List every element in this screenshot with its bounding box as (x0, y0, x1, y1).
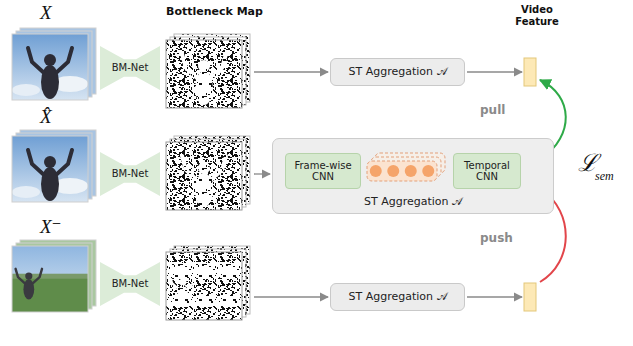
pull-label: pull (480, 104, 505, 118)
network-block: BM-Net (100, 46, 160, 90)
node-label: Temporal CNN (454, 160, 520, 183)
person-arm (211, 54, 226, 78)
flow-arrow (467, 296, 522, 297)
aggregation-group: ST Aggregation 𝒜Frame-wise CNN Temporal C… (272, 138, 554, 214)
node-label: ST Aggregation 𝒜 (344, 291, 450, 304)
node-label: BM-Net (108, 168, 153, 180)
flow-arrow (254, 296, 328, 297)
bottleneck-map (166, 136, 250, 210)
person-arm (211, 156, 226, 180)
bottleneck-map (166, 246, 250, 320)
feature-unit (387, 165, 399, 177)
feature-unit (405, 165, 417, 177)
hourglass-outline (100, 46, 160, 90)
person-head (25, 272, 32, 279)
person-head (44, 54, 56, 66)
person-arm (182, 54, 197, 78)
frame-border (12, 246, 88, 312)
hourglass-outline (100, 152, 160, 196)
column-header: Bottleneck Map (166, 6, 263, 19)
person-arm (187, 275, 196, 289)
person-arm (57, 48, 72, 72)
map-border (166, 142, 242, 210)
person-arm (16, 269, 25, 283)
sky (12, 34, 88, 100)
node-label: BM-Net (108, 62, 153, 74)
aggregation-box: ST Aggregation 𝒜 (330, 283, 465, 311)
person-head (198, 60, 210, 72)
feature-bar (524, 283, 536, 311)
cnn-box: Temporal CNN (453, 153, 521, 189)
feature-bar (524, 58, 536, 86)
cloud (12, 186, 40, 198)
aggregation-box: ST Aggregation 𝒜 (330, 58, 465, 86)
map-border (166, 252, 242, 320)
node-label: BM-Net (108, 278, 153, 290)
input-symbol: X̂ (40, 106, 52, 128)
column-header: Video Feature (508, 4, 566, 27)
person-arm (182, 156, 197, 180)
noise-band (166, 296, 242, 306)
person-arm (57, 150, 72, 174)
person-arm (28, 150, 43, 174)
node-label: Frame-wise CNN (286, 160, 360, 183)
video-frames (12, 28, 96, 100)
cloud (12, 84, 40, 96)
video-frames (12, 240, 96, 312)
loss-subscript: sem (595, 170, 614, 184)
flow-arrow (254, 71, 328, 72)
bottleneck-map (166, 34, 250, 108)
group-title: ST Aggregation 𝒜 (360, 196, 466, 209)
feature-frame (367, 161, 437, 181)
feature-unit (370, 165, 382, 177)
network-block: BM-Net (100, 262, 160, 306)
frame-border (12, 136, 88, 202)
feature-unit (422, 165, 434, 177)
noise (166, 252, 242, 320)
intermediate-features (367, 153, 445, 181)
feature-frame (375, 153, 445, 173)
person-arm (28, 48, 43, 72)
push-label: push (480, 232, 513, 246)
video-frames (12, 130, 96, 202)
tree-line (12, 274, 88, 279)
person-head (198, 162, 210, 174)
person-arm (33, 269, 42, 283)
person-head (44, 156, 56, 168)
cnn-box: Frame-wise CNN (285, 153, 361, 189)
person-arm (170, 275, 179, 289)
map-border (166, 40, 242, 108)
input-symbol: X (40, 2, 52, 24)
node-label: ST Aggregation 𝒜 (344, 66, 450, 79)
noise (166, 40, 242, 108)
frame-border (12, 34, 88, 100)
person-head (179, 278, 186, 285)
sky (12, 136, 88, 202)
feature-frame (371, 157, 441, 177)
flow-arrow (254, 173, 270, 174)
flow-arrow (467, 71, 522, 72)
input-symbol: X⁻ (40, 216, 62, 238)
hourglass-outline (100, 262, 160, 306)
noise-band (166, 262, 242, 278)
network-block: BM-Net (100, 152, 160, 196)
noise (166, 142, 242, 210)
sky (12, 246, 88, 312)
